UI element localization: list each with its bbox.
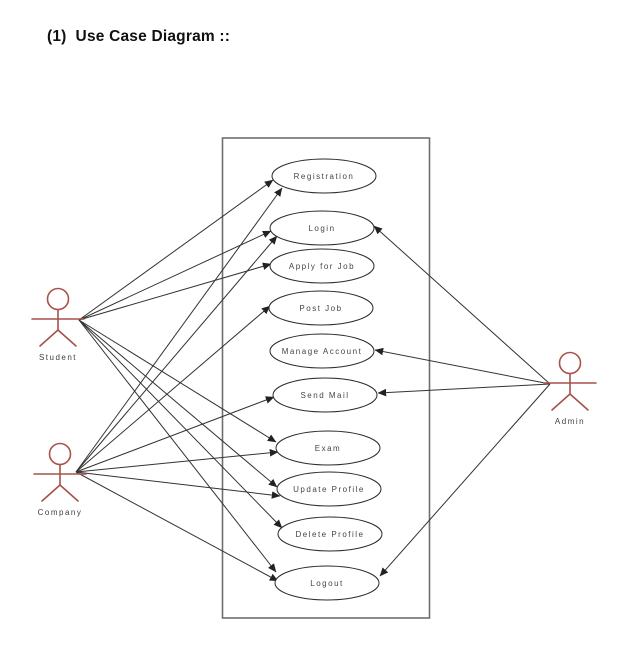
use-case-label-logout: Logout: [310, 579, 343, 588]
actor-label-admin: Admin: [555, 417, 585, 426]
use-case-apply-for-job: Apply for Job: [269, 248, 375, 284]
use-case-ellipse-delete-profile: [277, 516, 383, 552]
use-case-exam: Exam: [275, 430, 381, 466]
actor-right-leg-company: [59, 484, 79, 502]
edge-student-delete-profile: [78, 319, 283, 529]
use-case-label-registration: Registration: [294, 172, 355, 181]
use-case-post-job: Post Job: [268, 290, 374, 326]
edge-student-login: [78, 230, 272, 321]
edge-company-post-job: [75, 305, 271, 473]
actor-company: Company: [33, 442, 87, 517]
edge-student-logout: [78, 319, 277, 573]
use-case-manage-account: Manage Account: [269, 333, 375, 369]
edge-company-send-mail: [75, 396, 275, 473]
use-case-ellipse-registration: [271, 158, 377, 194]
actor-head-admin: [558, 351, 582, 375]
use-case-label-exam: Exam: [315, 444, 341, 453]
use-case-registration: Registration: [271, 158, 377, 194]
edge-admin-logout: [379, 383, 551, 577]
use-case-label-update-profile: Update Profile: [293, 485, 365, 494]
edges-layer: [75, 179, 551, 582]
use-case-ellipse-apply-for-job: [269, 248, 375, 284]
edge-student-registration: [78, 179, 274, 321]
use-case-logout: Logout: [274, 565, 380, 601]
actor-admin: Admin: [543, 351, 597, 426]
edge-admin-send-mail: [377, 383, 551, 397]
actor-label-company: Company: [38, 508, 83, 517]
use-case-label-login: Login: [308, 224, 335, 233]
actor-student: Student: [31, 287, 85, 362]
page-title: (1) Use Case Diagram ::: [47, 28, 231, 45]
use-case-delete-profile: Delete Profile: [277, 516, 383, 552]
use-case-label-send-mail: Send Mail: [300, 391, 349, 400]
use-case-update-profile: Update Profile: [276, 471, 382, 507]
edge-company-logout: [75, 471, 279, 582]
actor-right-leg-student: [57, 329, 77, 347]
use-case-ellipse-exam: [275, 430, 381, 466]
edge-student-apply-for-job: [78, 262, 272, 321]
actor-head-company: [48, 442, 72, 466]
actor-label-student: Student: [39, 353, 77, 362]
edge-student-update-profile: [78, 319, 278, 488]
use-case-ellipse-manage-account: [269, 333, 375, 369]
actor-right-leg-admin: [569, 393, 589, 411]
edge-company-update-profile: [75, 471, 281, 499]
actor-head-student: [46, 287, 70, 311]
actor-left-leg-company: [41, 484, 61, 502]
system-boundary-box: [221, 137, 431, 619]
edge-company-exam: [75, 449, 279, 473]
edge-company-registration: [75, 187, 283, 473]
edge-student-exam: [78, 319, 277, 443]
use-case-ellipse-login: [269, 210, 375, 246]
use-case-ellipse-post-job: [268, 290, 374, 326]
edge-admin-manage-account: [374, 347, 551, 385]
use-case-ellipse-send-mail: [272, 377, 378, 413]
use-case-ellipse-update-profile: [276, 471, 382, 507]
actor-left-leg-student: [39, 329, 59, 347]
use-case-label-post-job: Post Job: [299, 304, 342, 313]
actor-left-leg-admin: [551, 393, 571, 411]
use-case-label-manage-account: Manage Account: [282, 347, 363, 356]
use-case-send-mail: Send Mail: [272, 377, 378, 413]
use-case-login: Login: [269, 210, 375, 246]
edge-company-login: [75, 235, 278, 473]
use-case-label-delete-profile: Delete Profile: [295, 530, 364, 539]
use-case-label-apply-for-job: Apply for Job: [289, 262, 355, 271]
edge-admin-login: [373, 225, 551, 385]
use-case-ellipse-logout: [274, 565, 380, 601]
